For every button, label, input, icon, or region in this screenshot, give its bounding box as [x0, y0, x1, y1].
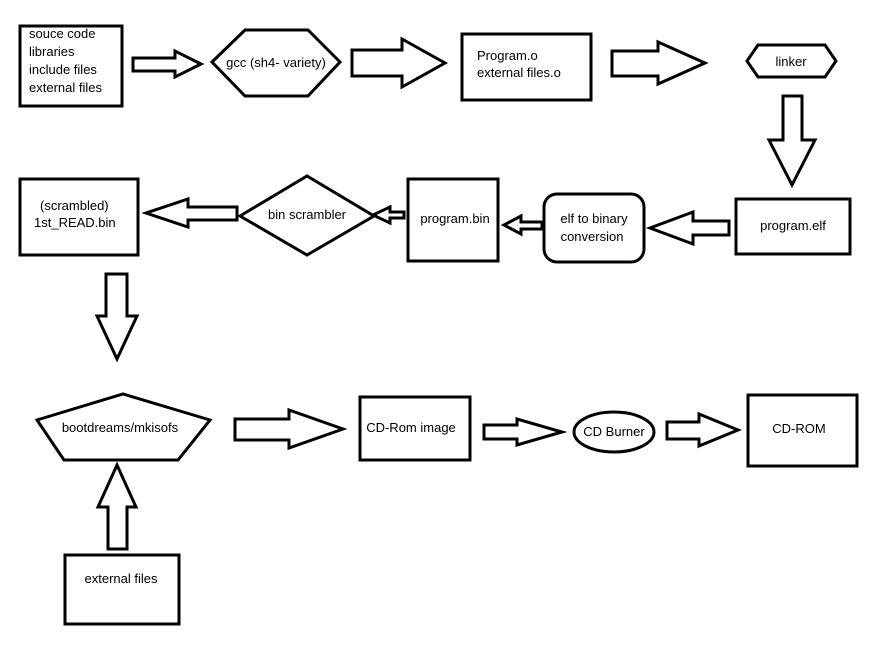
arrow-scrambler-to-first-read [141, 196, 239, 230]
node-gcc: gcc (sh4- variety) [209, 28, 343, 98]
arrow-external-to-bootdreams [95, 461, 139, 551]
gcc-label: gcc (sh4- variety) [226, 55, 326, 70]
elf-to-binary-line: conversion [561, 229, 624, 244]
node-bin-scrambler: bin scrambler [237, 174, 377, 257]
arrow-bin-to-scrambler [369, 204, 406, 226]
arrow-source-to-gcc [131, 48, 205, 80]
node-cd-rom: CD-ROM [746, 393, 859, 468]
elf-to-binary-line: elf to binary [560, 211, 628, 226]
first-read-line: (scrambled) [40, 198, 109, 213]
arrow-gcc-to-objects [350, 36, 449, 90]
linker-label: linker [775, 54, 807, 69]
node-program-elf: program.elf [734, 197, 852, 256]
node-first-read: (scrambled) 1st_READ.bin [18, 177, 140, 257]
node-source: souce code libraries include files exter… [18, 24, 124, 108]
cd-image-label: CD-Rom image [366, 420, 456, 435]
external-files-label: external files [85, 571, 158, 586]
arrow-objects-to-linker [610, 39, 709, 87]
objects-line: Program.o [477, 48, 538, 63]
arrow-elf-to-conversion [645, 209, 731, 247]
first-read-line: 1st_READ.bin [34, 215, 116, 230]
arrow-burner-to-cdrom [665, 411, 742, 449]
cd-burner-label: CD Burner [583, 424, 645, 439]
source-line: external files [29, 80, 102, 95]
cd-rom-label: CD-ROM [772, 421, 825, 436]
arrow-conversion-to-bin [500, 213, 544, 237]
node-cd-burner: CD Burner [572, 410, 656, 454]
objects-line: external files.o [477, 65, 561, 80]
node-linker: linker [745, 43, 838, 79]
node-elf-to-binary: elf to binary conversion [542, 192, 646, 264]
node-bootdreams: bootdreams/mkisofs [34, 392, 213, 462]
arrow-bootdreams-to-image [233, 407, 348, 451]
source-line: include files [29, 62, 97, 77]
node-cd-image: CD-Rom image [358, 395, 472, 462]
program-elf-label: program.elf [760, 218, 826, 233]
arrow-image-to-burner [482, 417, 568, 447]
bootdreams-label: bootdreams/mkisofs [62, 420, 179, 435]
bin-scrambler-label: bin scrambler [268, 207, 347, 222]
program-bin-label: program.bin [420, 211, 489, 226]
arrow-linker-to-elf [766, 94, 818, 189]
node-program-bin: program.bin [406, 177, 500, 263]
node-external-files: external files [63, 553, 181, 626]
source-line: libraries [29, 44, 75, 59]
node-objects: Program.o external files.o [460, 32, 593, 102]
arrow-first-read-to-bootdreams [94, 272, 140, 363]
source-line: souce code [29, 26, 96, 41]
